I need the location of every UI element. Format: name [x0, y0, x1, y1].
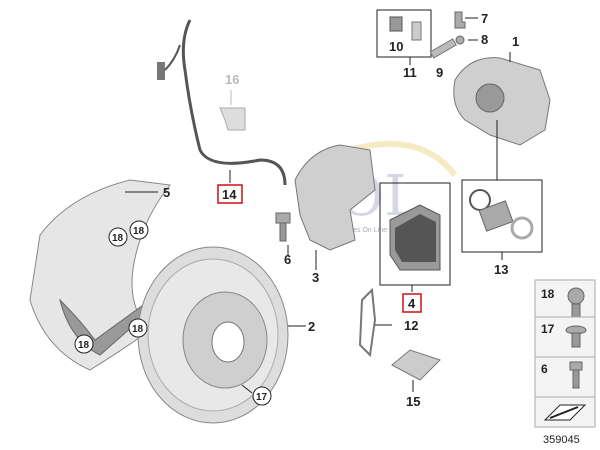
piston-seal-kit — [461, 179, 543, 260]
label-11: 11 — [403, 65, 417, 80]
label-2: 2 — [308, 319, 315, 334]
label-14: 14 — [222, 187, 237, 202]
bolt — [275, 212, 291, 255]
label-4: 4 — [408, 296, 416, 311]
plate — [391, 349, 441, 392]
label-12: 12 — [404, 318, 418, 333]
highlighted-labels: 14 4 — [217, 184, 422, 313]
pins — [429, 11, 478, 59]
legend-17: 17 — [541, 322, 555, 336]
circled-17: 17 — [256, 392, 268, 403]
circled-18-d: 18 — [78, 340, 90, 351]
circled-18-b: 18 — [133, 226, 145, 237]
box-10 — [376, 9, 432, 65]
label-6: 6 — [284, 252, 291, 267]
hardware-legend: 18 17 6 — [534, 279, 596, 428]
label-7: 7 — [481, 11, 488, 26]
circled-18-a: 18 — [112, 233, 124, 244]
part-labels: 1 2 3 5 6 7 8 9 10 11 12 13 15 16 — [163, 11, 519, 409]
label-8: 8 — [481, 32, 488, 47]
spring-clip — [358, 287, 392, 358]
brake-pads — [379, 182, 451, 292]
brake-hose — [157, 19, 287, 186]
label-15: 15 — [406, 394, 420, 409]
label-9: 9 — [436, 65, 443, 80]
label-1: 1 — [512, 34, 519, 49]
label-16: 16 — [225, 72, 239, 87]
label-10: 10 — [389, 39, 403, 54]
brake-disc — [137, 246, 306, 424]
circled-18-c: 18 — [132, 324, 144, 335]
label-5: 5 — [163, 185, 170, 200]
watermark-subtext: Sales On Line — [343, 227, 387, 234]
highlight-box-4 — [402, 293, 422, 313]
caliper-carrier — [294, 144, 376, 270]
caliper — [453, 52, 551, 180]
label-13: 13 — [494, 262, 508, 277]
legend-18: 18 — [541, 287, 555, 301]
label-3: 3 — [312, 270, 319, 285]
circled-labels: 18 18 18 18 17 — [74, 220, 272, 406]
hose-bracket — [219, 90, 246, 131]
highlight-box-14 — [217, 184, 243, 204]
legend-6: 6 — [541, 362, 548, 376]
diagram-reference-number: 359045 — [543, 434, 580, 446]
